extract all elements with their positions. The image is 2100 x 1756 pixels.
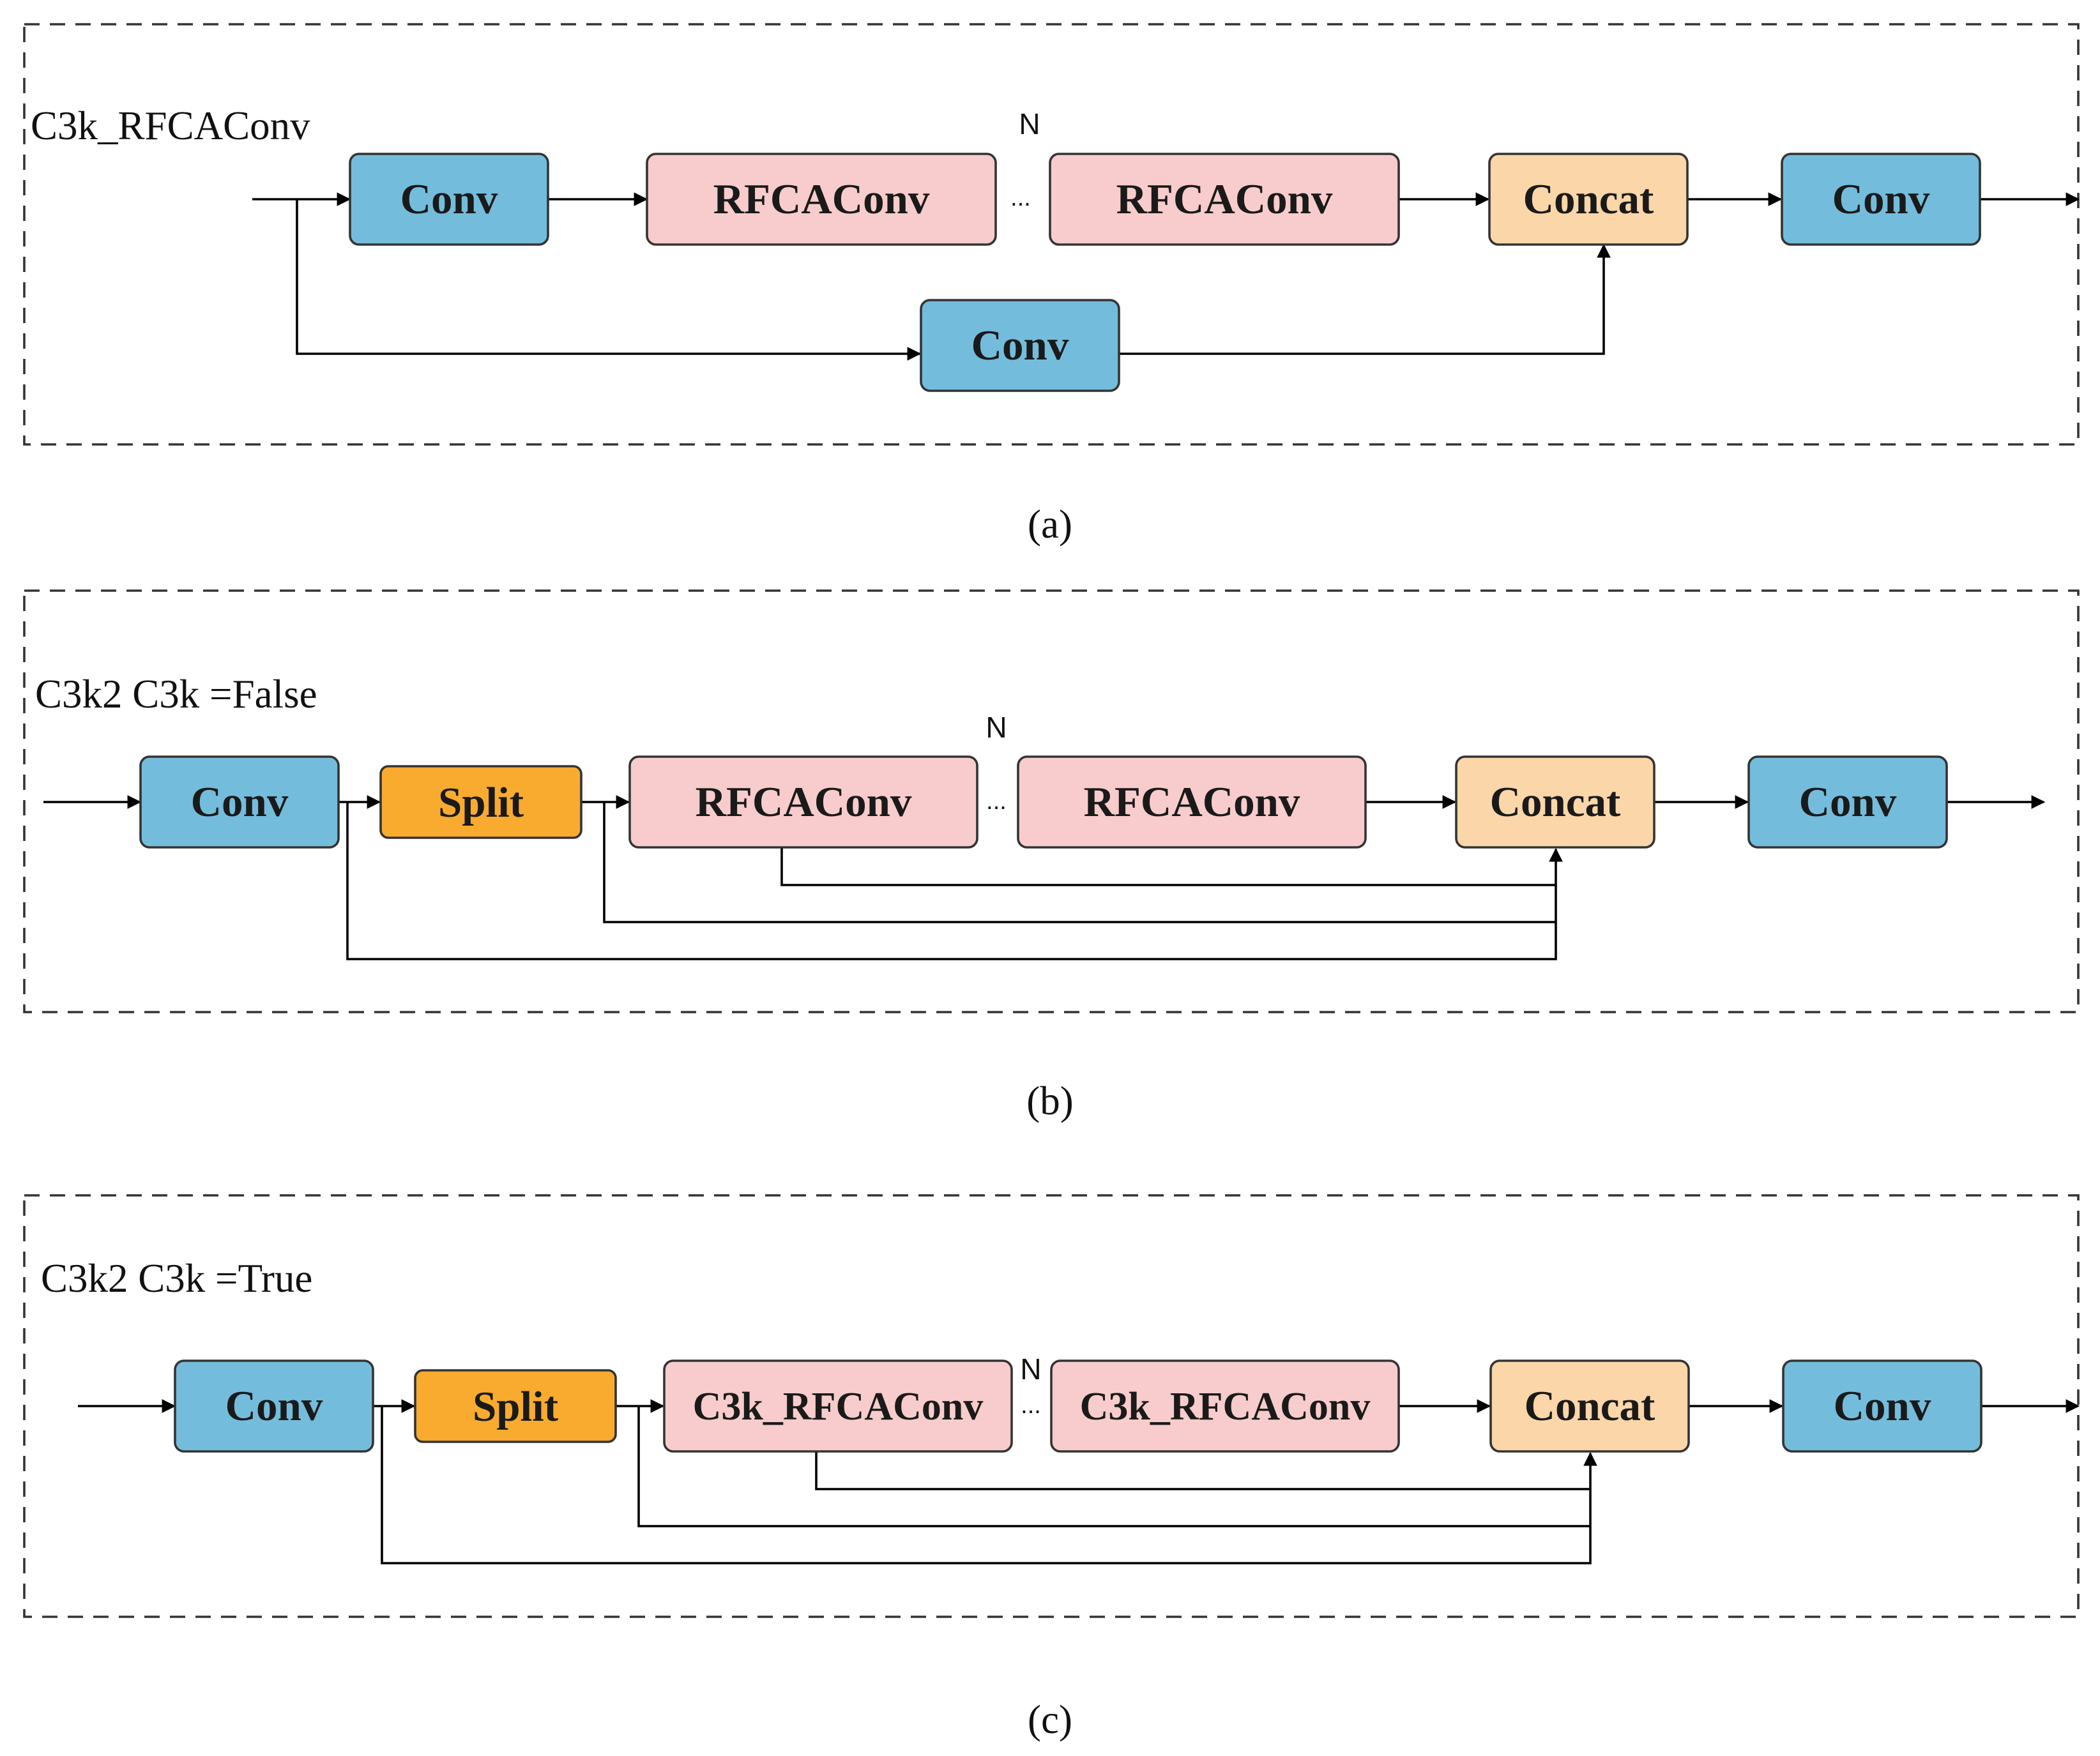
wire-branch-conv	[381, 1406, 1597, 1564]
svg-text:Concat: Concat	[1525, 1382, 1655, 1430]
c3k-rfcaconv-block-n: C3k_RFCAConv	[1050, 1359, 1400, 1453]
panel-b-title: C3k2 C3k =False	[35, 672, 317, 716]
panel-b-ellipsis: ...	[986, 788, 1007, 815]
panel-c-title: C3k2 C3k =True	[41, 1256, 312, 1301]
rfcaconv-block-n: RFCAConv	[1049, 153, 1400, 246]
svg-text:RFCAConv: RFCAConv	[696, 778, 912, 826]
concat-block: Concat	[1489, 1359, 1690, 1453]
wire-branch-rfca	[780, 848, 1556, 886]
panel-c-repeat-label: N	[1020, 1352, 1041, 1386]
rfcaconv-block: RFCAConv	[628, 755, 978, 849]
wire-branch-split	[637, 1406, 1590, 1527]
panel-a-caption: (a)	[1028, 502, 1072, 547]
panel-c-frame	[23, 1194, 2080, 1618]
conv-block: Conv	[139, 755, 340, 849]
conv-block: Conv	[349, 153, 549, 246]
conv-output-block: Conv	[1747, 755, 1948, 849]
conv-block: Conv	[174, 1359, 374, 1453]
svg-text:Conv: Conv	[1799, 778, 1897, 826]
panel-b-repeat-label: N	[985, 711, 1007, 744]
svg-text:Conv: Conv	[1834, 1382, 1931, 1430]
wire-skipconv-concat	[1119, 243, 1611, 355]
svg-text:Concat: Concat	[1523, 176, 1654, 223]
conv-skip-block: Conv	[920, 299, 1120, 392]
svg-text:Conv: Conv	[1832, 176, 1930, 223]
panel-a: C3k_RFCAConv N ... Conv RFCAConv RFCACon…	[23, 23, 2080, 547]
c3k-rfcaconv-block: C3k_RFCAConv	[663, 1359, 1013, 1453]
panel-c-ellipsis: ...	[1021, 1392, 1041, 1419]
panel-a-ellipsis: ...	[1010, 185, 1031, 211]
svg-text:Conv: Conv	[225, 1382, 323, 1430]
svg-text:Conv: Conv	[191, 778, 289, 826]
svg-text:RFCAConv: RFCAConv	[1116, 176, 1333, 223]
svg-text:Conv: Conv	[971, 322, 1069, 369]
concat-block: Concat	[1455, 755, 1655, 849]
wire-branch-conv	[346, 802, 1563, 960]
svg-text:RFCAConv: RFCAConv	[713, 176, 930, 223]
panel-a-frame	[23, 23, 2080, 446]
wire-branch-split	[603, 802, 1556, 923]
panel-b-caption: (b)	[1026, 1079, 1073, 1123]
svg-text:Concat: Concat	[1490, 778, 1621, 826]
panel-a-repeat-label: N	[1019, 107, 1040, 140]
panel-b-frame	[23, 589, 2080, 1013]
svg-text:C3k_RFCAConv: C3k_RFCAConv	[1080, 1385, 1371, 1428]
svg-text:Split: Split	[473, 1383, 559, 1430]
panel-c: C3k2 C3k =True N ... Conv Split C3k_RFCA…	[23, 1194, 2080, 1742]
panel-a-title: C3k_RFCAConv	[31, 103, 310, 148]
panel-c-caption: (c)	[1028, 1697, 1072, 1742]
conv-output-block: Conv	[1781, 153, 1981, 246]
conv-output-block: Conv	[1782, 1359, 1982, 1453]
rfcaconv-block-n: RFCAConv	[1017, 755, 1367, 849]
svg-text:Conv: Conv	[400, 176, 498, 223]
wire-skip	[296, 199, 922, 361]
wire-branch-c3k	[815, 1452, 1590, 1490]
concat-block: Concat	[1488, 153, 1689, 246]
rfcaconv-block: RFCAConv	[646, 153, 997, 246]
panel-b: C3k2 C3k =False N ... Conv Split RFCACon…	[23, 589, 2080, 1123]
split-block: Split	[379, 765, 582, 839]
split-block: Split	[414, 1369, 617, 1443]
svg-text:Split: Split	[438, 779, 524, 826]
svg-text:RFCAConv: RFCAConv	[1084, 778, 1300, 826]
svg-text:C3k_RFCAConv: C3k_RFCAConv	[693, 1385, 984, 1428]
